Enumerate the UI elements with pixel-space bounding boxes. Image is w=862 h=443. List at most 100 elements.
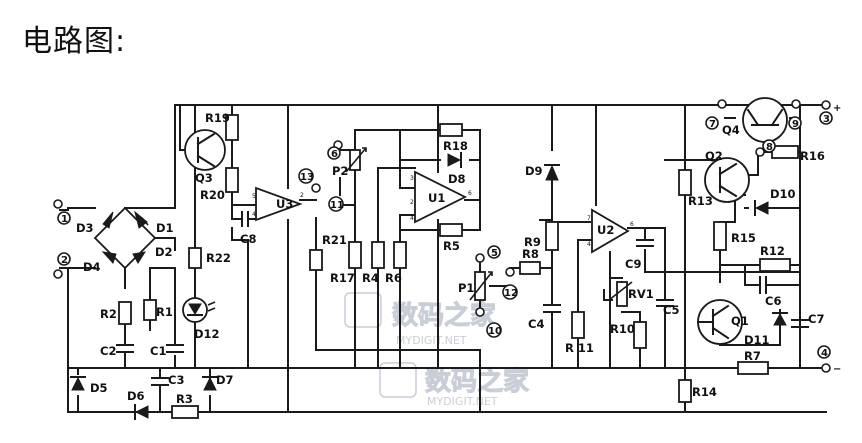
- q4-transistor: [742, 97, 788, 143]
- d9: [544, 164, 560, 181]
- d8: [447, 152, 462, 168]
- r5-body: [439, 223, 463, 237]
- label-d5: D5: [90, 381, 108, 395]
- d5: [70, 376, 86, 391]
- label-r17: R17: [330, 271, 355, 285]
- r20-body: [225, 167, 239, 193]
- watermark-text-2: 数码之家: [425, 366, 529, 397]
- label-d4: D4: [83, 260, 101, 274]
- label-r18: R18: [443, 139, 468, 153]
- r10-body: [633, 321, 647, 349]
- label-r11: R 11: [565, 341, 594, 355]
- terminal-12: 12: [504, 288, 518, 299]
- label-r14: R14: [692, 385, 717, 399]
- r1-body: [143, 299, 157, 321]
- label-r2: R2: [100, 307, 117, 321]
- terminal-numbers: 1 2 3 4 5 6 7 8 9 10 11 12 13 + −: [57, 103, 841, 375]
- c5: [656, 299, 674, 313]
- label-r12: R12: [760, 244, 785, 258]
- label-d11: D11: [744, 333, 770, 347]
- component-labels: R19 Q3 R20 C8 U3 R21 R22 D12 R17 R4 R6 P…: [76, 111, 825, 406]
- label-d7: D7: [216, 373, 234, 387]
- label-r9: R9: [524, 235, 541, 249]
- q2-transistor: [704, 157, 750, 203]
- d6: [134, 404, 149, 420]
- terminal-4: 4: [821, 348, 828, 359]
- components: [70, 97, 809, 420]
- svg-text:6: 6: [630, 221, 634, 228]
- svg-text:7: 7: [587, 215, 591, 222]
- terminal-8: 8: [766, 142, 773, 153]
- label-q2: Q2: [705, 149, 723, 163]
- label-d8: D8: [448, 172, 466, 186]
- c6: [759, 276, 783, 294]
- label-c7: C7: [808, 312, 824, 326]
- terminal-13: 13: [300, 172, 314, 183]
- svg-text:2: 2: [300, 192, 304, 199]
- label-r4: R4: [362, 271, 379, 285]
- label-r16: R16: [800, 149, 825, 163]
- label-u2: U2: [597, 223, 614, 237]
- label-q1: Q1: [731, 314, 749, 328]
- terminal-6: 6: [331, 149, 338, 160]
- label-d12: D12: [194, 327, 220, 341]
- label-d1: D1: [156, 221, 174, 235]
- pin-numbers: 5 4 2 3 2 4 6 7 4 6: [252, 175, 634, 248]
- u2-opamp: [591, 208, 630, 254]
- svg-text:4: 4: [252, 211, 256, 218]
- r15-body: [713, 221, 727, 251]
- c8: [231, 211, 257, 227]
- wires: [59, 104, 827, 413]
- q3-transistor: [184, 129, 226, 171]
- label-c5: C5: [663, 303, 679, 317]
- terminal-2: 2: [61, 255, 68, 266]
- label-u3: U3: [276, 197, 293, 211]
- label-r10: R10: [610, 322, 635, 336]
- c7: [791, 319, 809, 328]
- label-r20: R20: [200, 188, 225, 202]
- u1-opamp: [414, 170, 468, 224]
- label-p1: P1: [458, 281, 474, 295]
- watermark: 数码之家 MYDIGIT.NET 数码之家 MYDIGIT.NET: [344, 292, 530, 408]
- label-c1: C1: [150, 344, 166, 358]
- page-title: 电路图:: [22, 24, 127, 59]
- terminal-7: 7: [709, 119, 716, 130]
- label-d2: D2: [155, 245, 173, 259]
- d12-led: [182, 297, 216, 323]
- label-r22: R22: [206, 251, 231, 265]
- r22-body: [188, 247, 202, 269]
- terminal-11: 11: [330, 200, 344, 211]
- label-r21: R21: [322, 233, 347, 247]
- label-c6: C6: [765, 294, 781, 308]
- label-d6: D6: [127, 389, 145, 403]
- label-r3: R3: [176, 392, 193, 406]
- d7: [202, 376, 218, 391]
- watermark-url: MYDIGIT.NET: [396, 334, 467, 347]
- label-q4: Q4: [722, 123, 740, 137]
- r7-body: [737, 361, 769, 375]
- r14-body: [678, 379, 692, 403]
- r19-body: [225, 114, 239, 141]
- minus-sign: −: [833, 364, 841, 375]
- svg-text:4: 4: [410, 215, 414, 222]
- label-d3: D3: [76, 221, 94, 235]
- label-d9: D9: [525, 164, 543, 178]
- label-c9: C9: [625, 257, 641, 271]
- r18-body: [439, 123, 463, 137]
- label-c8: C8: [240, 232, 256, 246]
- label-r13: R13: [688, 194, 713, 208]
- watermark-url-2: MYDIGIT.NET: [427, 395, 498, 408]
- label-r15: R15: [731, 231, 756, 245]
- label-d10: D10: [770, 187, 796, 201]
- svg-text:5: 5: [252, 193, 256, 200]
- label-p2: P2: [332, 164, 348, 178]
- terminal-10: 10: [488, 326, 502, 337]
- svg-text:6: 6: [468, 190, 472, 197]
- terminal-5: 5: [491, 248, 498, 259]
- r4-body: [371, 241, 385, 269]
- label-rv1: RV1: [628, 287, 654, 301]
- label-c4: C4: [528, 317, 544, 331]
- r2-body: [118, 301, 132, 325]
- r13-body: [678, 169, 692, 196]
